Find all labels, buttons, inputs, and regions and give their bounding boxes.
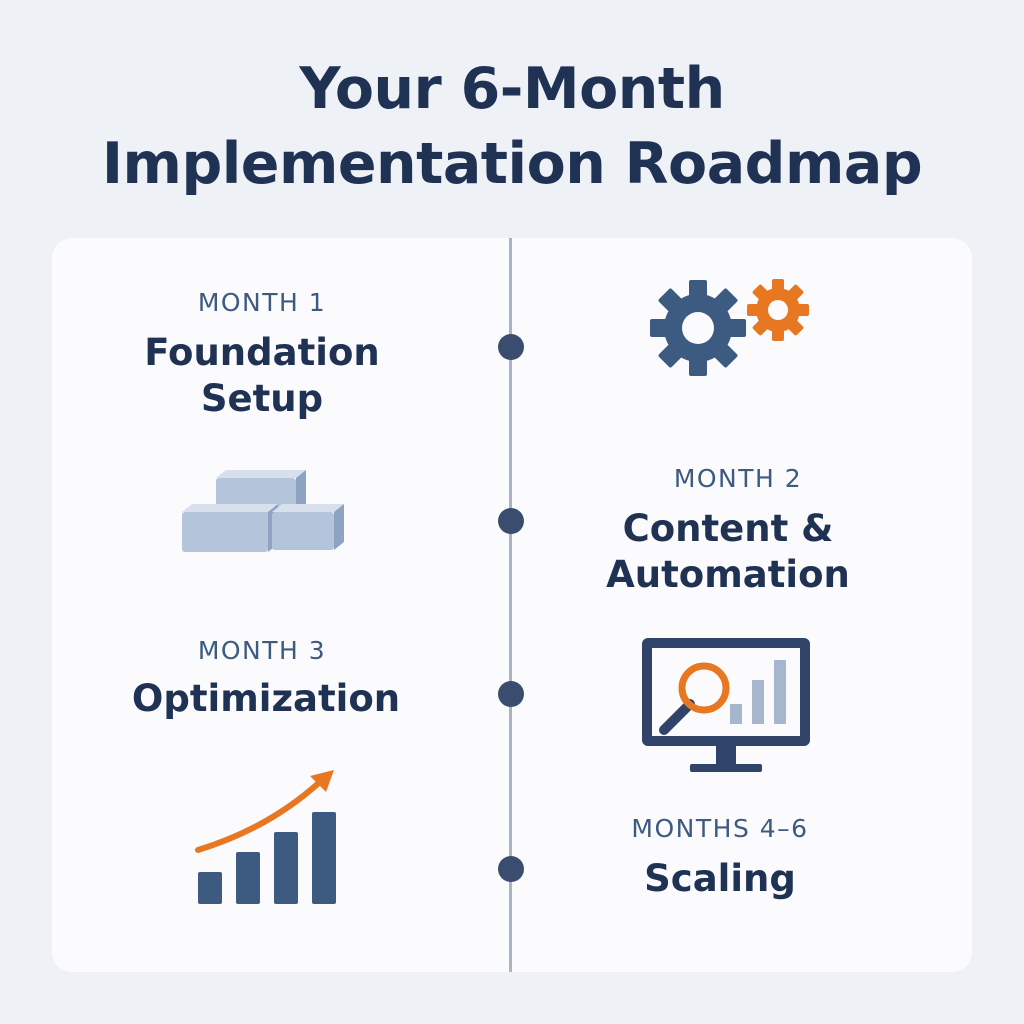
growth-chart-icon <box>195 770 336 904</box>
title-line-2: Implementation Roadmap <box>101 131 923 197</box>
phase-1-heading-line-1: Foundation <box>144 331 380 374</box>
phase-3-heading-line-1: Optimization <box>131 677 401 720</box>
gears-icon <box>650 279 809 376</box>
phase-4-heading-line-1: Scaling <box>644 857 796 900</box>
phase-2-label: MONTH 2 <box>673 464 803 493</box>
phase-1-heading: Foundation Setup <box>112 330 412 422</box>
timeline-line <box>509 238 512 972</box>
phase-1-label: MONTH 1 <box>197 288 327 317</box>
phase-1-heading-line-2: Setup <box>200 377 324 420</box>
timeline-node-3 <box>498 681 524 707</box>
phase-4-heading: Scaling <box>570 856 870 902</box>
title-line-1: Your 6-Month <box>299 56 725 122</box>
phase-2-heading-line-2: Automation <box>606 553 850 596</box>
phase-2-heading: Content & Automation <box>578 506 878 598</box>
phase-2-heading-line-1: Content & <box>622 507 834 550</box>
stacked-blocks-icon <box>182 470 344 552</box>
phase-4-label: MONTHS 4–6 <box>631 814 809 843</box>
phase-3-label: MONTH 3 <box>197 636 327 665</box>
monitor-analytics-icon <box>642 638 810 772</box>
timeline-node-1 <box>498 334 524 360</box>
page-title: Your 6-Month Implementation Roadmap <box>0 52 1024 202</box>
phase-3-heading: Optimization <box>106 676 426 722</box>
timeline-node-4 <box>498 856 524 882</box>
timeline-node-2 <box>498 508 524 534</box>
